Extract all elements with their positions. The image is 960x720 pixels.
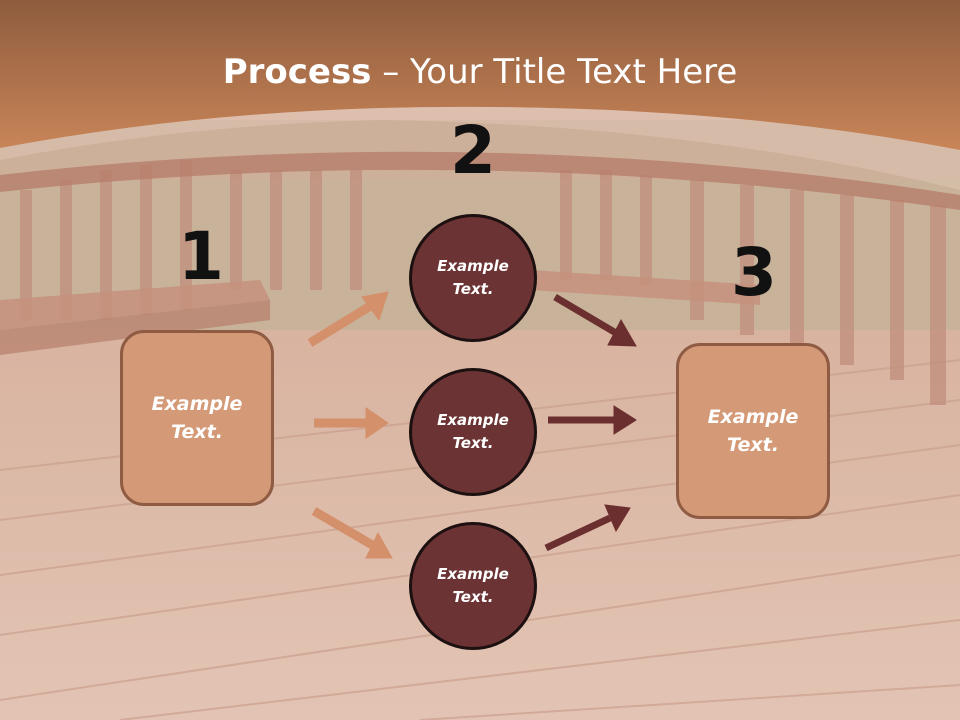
arrow-from-top-circle-head xyxy=(607,318,637,347)
arrow-from-middle-circle-head xyxy=(613,405,637,435)
arrow-to-bottom-circle xyxy=(311,507,377,550)
top-example-circle-text: Example Text. xyxy=(437,256,509,298)
top-example-circle[interactable]: Example Text. xyxy=(409,214,537,342)
arrow-from-bottom-circle-head xyxy=(604,504,631,533)
step-number-2: 2 xyxy=(450,112,496,189)
arrow-to-top-circle xyxy=(307,301,375,347)
arrow-to-bottom-circle-head xyxy=(365,531,393,559)
right-example-box[interactable]: Example Text. xyxy=(676,343,830,519)
bottom-example-circle[interactable]: Example Text. xyxy=(409,522,537,650)
step-number-3: 3 xyxy=(731,234,777,311)
right-example-box-text: Example Text. xyxy=(707,405,799,457)
slide-title: Process – Your Title Text Here xyxy=(0,52,960,92)
arrow-from-top-circle xyxy=(553,293,618,337)
step-number-1: 1 xyxy=(178,218,224,295)
middle-example-circle-text: Example Text. xyxy=(437,410,509,452)
arrow-from-bottom-circle xyxy=(544,514,612,552)
bottom-example-circle-text: Example Text. xyxy=(437,564,509,606)
slide-title-rest: – Your Title Text Here xyxy=(371,52,738,92)
arrow-to-middle-circle-head xyxy=(365,407,389,439)
slide-title-bold: Process xyxy=(222,52,372,92)
middle-example-circle[interactable]: Example Text. xyxy=(409,368,537,496)
left-example-box[interactable]: Example Text. xyxy=(120,330,274,506)
left-example-box-text: Example Text. xyxy=(151,392,243,444)
arrow-to-top-circle-head xyxy=(361,291,389,322)
